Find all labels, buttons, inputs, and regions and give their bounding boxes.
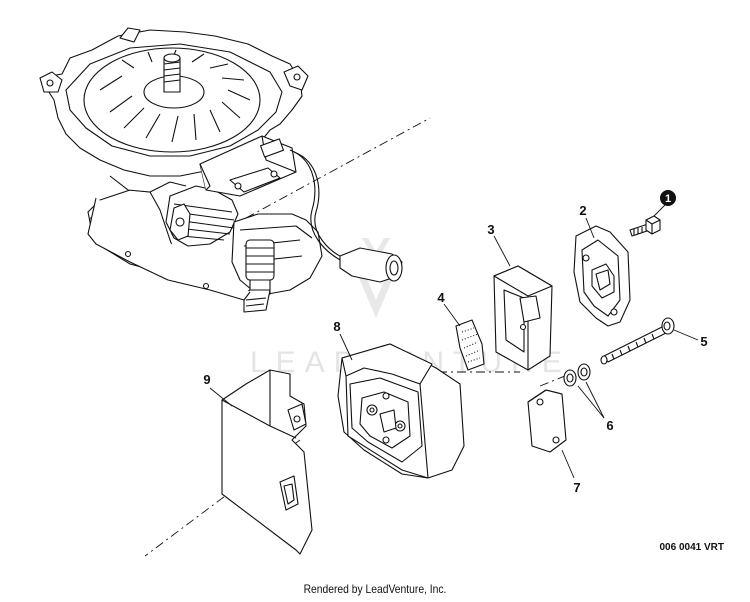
svg-text:1: 1 — [665, 193, 671, 205]
leader-4 — [443, 303, 461, 327]
callout-3: 3 — [487, 222, 494, 237]
part-9-heat-shield — [221, 369, 313, 555]
part-8-muffler — [337, 343, 465, 479]
part-7-gasket — [527, 389, 567, 453]
leader-6a — [577, 385, 605, 419]
leader-9 — [209, 387, 233, 407]
leader-1 — [653, 204, 666, 217]
callout-4: 4 — [437, 290, 445, 305]
spark-plug — [243, 239, 275, 313]
callout-5: 5 — [700, 334, 707, 349]
callout-6: 6 — [606, 418, 613, 433]
leader-5 — [673, 329, 699, 341]
callout-8: 8 — [333, 319, 340, 334]
credit-text: Rendered by LeadVenture, Inc. — [303, 582, 447, 596]
leader-8 — [339, 333, 353, 361]
flywheel-fan — [83, 47, 261, 153]
cylinder — [165, 185, 239, 247]
callout-9: 9 — [203, 372, 210, 387]
part-1-bolt — [629, 215, 661, 237]
leader-7 — [561, 449, 575, 479]
center-line-right — [539, 371, 576, 387]
document-number: 006 0041 VRT — [660, 542, 725, 553]
center-line-upper — [245, 117, 431, 219]
callout-2: 2 — [579, 203, 586, 218]
leader-2 — [585, 217, 595, 239]
part-6-washers — [563, 363, 591, 387]
part-2-exhaust-plate — [573, 225, 631, 327]
leader-6b — [585, 381, 605, 419]
part-3-cover — [493, 265, 553, 371]
callout-1: 1 — [660, 190, 676, 206]
engine-assembly — [39, 27, 403, 313]
spark-plug-boot — [339, 247, 403, 283]
ignition-module — [199, 135, 297, 197]
part-4-screen — [455, 319, 485, 371]
part-5-long-bolt — [600, 317, 675, 365]
callout-7: 7 — [573, 480, 580, 495]
leader-3 — [493, 235, 511, 267]
